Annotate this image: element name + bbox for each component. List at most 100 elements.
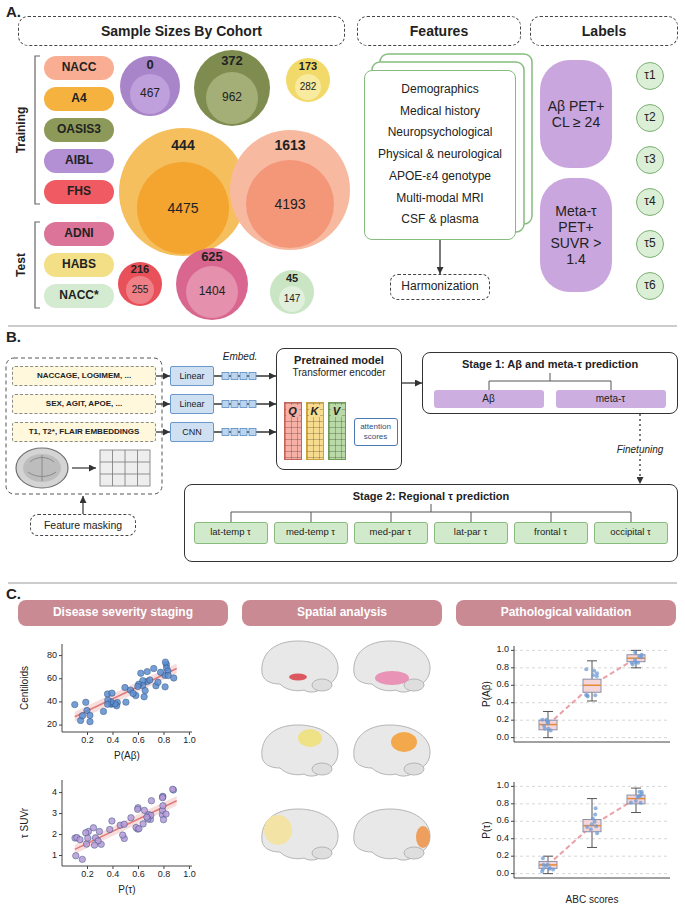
node-text: ADNI	[64, 227, 93, 241]
tick-label: 1.0	[496, 781, 509, 791]
box	[584, 667, 588, 671]
brain-lateral-parietal	[404, 763, 424, 775]
scatter-points	[134, 806, 140, 812]
node-text: 372	[194, 50, 270, 72]
attention-box: attention scores	[354, 418, 398, 446]
node-text: Medical history	[400, 105, 480, 119]
brain-lateral-parietal	[354, 725, 430, 776]
box	[587, 700, 597, 701]
scatter-points	[141, 694, 147, 700]
brain-lateral-temporal	[354, 641, 430, 692]
tick-label: 0.4	[107, 736, 120, 746]
node-text: APOE-ε4 genotype	[389, 170, 491, 184]
node-text: 962	[206, 72, 258, 124]
node-text: HABS	[62, 258, 96, 272]
embedding-squares	[249, 373, 256, 380]
scatter-points	[106, 826, 112, 832]
tick-label: 0.6	[496, 816, 509, 826]
tick	[59, 813, 62, 814]
mri-slice	[23, 454, 61, 482]
mri-slice	[72, 467, 96, 468]
tau-circle: τ3	[636, 146, 664, 174]
box	[639, 801, 643, 805]
box	[585, 825, 589, 829]
scatter-points	[136, 826, 142, 832]
cohort-pill: HABS	[44, 253, 114, 277]
mri-slice	[16, 448, 96, 488]
box	[631, 667, 641, 668]
box	[543, 737, 553, 738]
cohort-circle: 41931613	[230, 130, 350, 250]
stage-bracket	[489, 373, 611, 390]
scatter-points	[155, 679, 161, 685]
tick	[87, 866, 88, 869]
cohort-pill: ADNI	[44, 222, 114, 246]
node-text: A4	[71, 92, 86, 106]
tick	[59, 725, 62, 726]
box	[587, 660, 597, 661]
axis	[62, 780, 192, 866]
node-text: Multi-modal MRI	[396, 192, 483, 206]
box	[583, 679, 601, 692]
mri-slice	[16, 448, 68, 488]
node-text: med-temp τ	[286, 527, 335, 538]
scatter-points	[170, 787, 176, 793]
axis	[62, 644, 192, 732]
trend-line	[548, 799, 636, 865]
box	[543, 873, 553, 874]
process-box: Harmonization	[390, 274, 490, 300]
node-text: Linear	[179, 371, 204, 381]
axis-label: τ SUVr	[19, 808, 30, 838]
trend-line	[548, 658, 636, 724]
scatter-points	[163, 811, 169, 817]
scatter-points	[138, 670, 144, 676]
brain-medial-parietal	[262, 725, 338, 776]
connector	[156, 431, 170, 432]
brain-frontal	[262, 809, 338, 860]
node-text: Sample Sizes By Cohort	[101, 23, 262, 39]
scatter-points	[73, 853, 79, 859]
scatter-points	[141, 807, 147, 813]
brain-frontal	[312, 847, 332, 859]
cohort-circle: 255216	[118, 262, 162, 306]
embed-layer: CNN	[170, 422, 214, 442]
tick-label: 0.4	[496, 834, 509, 844]
scatter-points	[171, 675, 177, 681]
node-text: τ6	[644, 279, 655, 293]
scatter-points	[135, 683, 141, 689]
node-text: AIBL	[65, 154, 93, 168]
box	[589, 827, 593, 831]
scatter-points	[130, 690, 136, 696]
panel-letter: A.	[6, 4, 21, 21]
tick	[59, 701, 62, 702]
output-box: med-par τ	[354, 522, 428, 544]
grid-line	[514, 786, 670, 787]
node-text: 625	[176, 248, 248, 266]
node-text: τ2	[644, 111, 655, 125]
tick	[59, 678, 62, 679]
scatter-points	[72, 701, 78, 707]
scatter-points	[159, 794, 165, 800]
stage-box: lat-temp τmed-temp τmed-par τlat-par τfr…	[184, 484, 678, 562]
output-box: med-temp τ	[274, 522, 348, 544]
node-text: CNN	[182, 427, 202, 437]
separator	[8, 326, 677, 327]
input-region	[6, 358, 162, 494]
scatter-points	[147, 677, 153, 683]
stage-box: Aβmeta-τStage 1: Aβ and meta-τ predictio…	[422, 352, 678, 414]
scatter-points	[72, 786, 177, 863]
node-text: 4193	[246, 160, 334, 248]
confidence-band	[75, 796, 177, 854]
scatter-points	[79, 856, 85, 862]
node-text: 45	[270, 270, 314, 286]
scatter-points	[87, 718, 93, 724]
box	[587, 798, 597, 799]
node-text: 173	[286, 58, 330, 74]
box	[594, 806, 598, 810]
scatter-points	[72, 659, 177, 725]
node-text: NACCAGE, LOGIMEM, ...	[37, 371, 131, 380]
scatter-points	[148, 798, 154, 804]
brain-occipital	[416, 826, 430, 848]
node-text: Aβ	[482, 393, 494, 405]
feature-list: DemographicsMedical historyNeuropsycholo…	[364, 70, 516, 240]
